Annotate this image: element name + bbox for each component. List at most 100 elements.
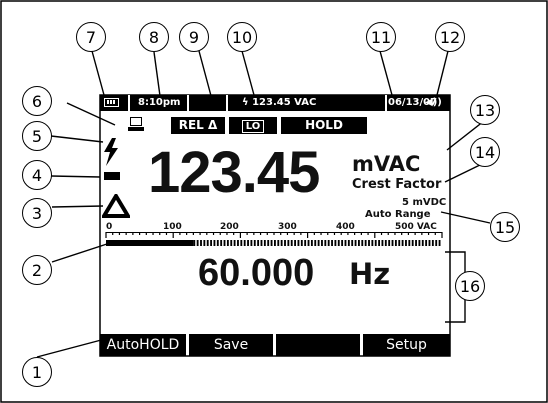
bargraph-segment [388, 240, 391, 246]
bargraph-segment [344, 240, 347, 246]
bargraph-segment [237, 240, 239, 246]
bargraph-segment [230, 240, 233, 246]
callout-14: 14 [470, 137, 500, 167]
bargraph-segment [307, 240, 310, 246]
callout-3: 3 [22, 198, 52, 228]
bargraph-segment [431, 240, 434, 246]
bargraph-segment [267, 240, 270, 246]
bargraph-segment [351, 240, 354, 246]
bargraph-segment [435, 240, 438, 246]
hv-reading: ϟ 123.45 VAC [242, 97, 317, 108]
delta-icon [102, 194, 130, 218]
battery-icon [104, 98, 119, 107]
bargraph-segment [381, 240, 384, 246]
bargraph-tick-label: 0 [106, 222, 113, 232]
bargraph-segment [226, 240, 229, 246]
bargraph-segment [243, 240, 246, 246]
bargraph-segment [368, 240, 370, 246]
bargraph-segment [347, 240, 350, 246]
callout-5: 5 [22, 121, 52, 151]
softkey-blank[interactable] [276, 334, 360, 356]
bargraph-segment [274, 240, 276, 246]
bargraph-segment [203, 240, 206, 246]
secondary-value: 60.000 [198, 252, 315, 294]
softkey-save[interactable]: Save [189, 334, 273, 356]
hold-indicator: HOLD [281, 117, 367, 134]
bargraph [105, 232, 443, 246]
bargraph-end-label: 500 VAC [395, 222, 437, 232]
callout-12: 12 [435, 22, 465, 52]
bargraph-segment [280, 240, 283, 246]
bargraph-segment [223, 240, 226, 246]
bargraph-segment [415, 240, 417, 246]
bargraph-segment [334, 240, 337, 246]
bargraph-segment [371, 240, 374, 246]
bargraph-segment [193, 240, 196, 246]
bargraph-segment [260, 240, 263, 246]
bargraph-segment [257, 240, 260, 246]
status-bar: 8:10pm ϟ 123.45 VAC 06/13/07 ◀)) [100, 95, 450, 111]
bargraph-tick-label: 200 [220, 222, 239, 232]
bargraph-segment [210, 240, 213, 246]
bargraph-segment [337, 240, 340, 246]
minus-icon [104, 172, 120, 180]
bargraph-segment [270, 240, 273, 246]
bargraph-segment [401, 240, 404, 246]
bargraph-segment [240, 240, 243, 246]
bargraph-segment [300, 240, 303, 246]
callout-2: 2 [22, 255, 52, 285]
bargraph-segment [341, 240, 344, 246]
bargraph-segment [206, 240, 209, 246]
callout-7: 7 [76, 22, 106, 52]
offset-label: 5 mVDC [402, 197, 447, 208]
bargraph-segment [391, 240, 394, 246]
bargraph-tick-label: 400 [336, 222, 355, 232]
bargraph-segment [196, 240, 199, 246]
secondary-unit: Hz [349, 257, 391, 291]
bargraph-segment [216, 240, 219, 246]
softkey-autohold[interactable]: AutoHOLD [100, 334, 186, 356]
primary-value: 123.45 [148, 140, 320, 205]
bargraph-segment [317, 240, 320, 246]
bargraph-segment [253, 240, 256, 246]
range-label: Auto Range [365, 209, 431, 220]
callout-16: 16 [455, 271, 485, 301]
bargraph-tick-label: 300 [278, 222, 297, 232]
callout-11: 11 [366, 22, 396, 52]
bargraph-segment [331, 240, 333, 246]
bargraph-segment [213, 240, 216, 246]
bargraph-segment [294, 240, 297, 246]
softkey-setup[interactable]: Setup [363, 334, 450, 356]
callout-6: 6 [22, 86, 52, 116]
bargraph-segment [418, 240, 421, 246]
bargraph-segment [277, 240, 280, 246]
bargraph-segment [364, 240, 367, 246]
bargraph-segment [408, 240, 411, 246]
bargraph-segment [384, 240, 387, 246]
primary-unit: mVAC [352, 152, 421, 176]
bargraph-segment [428, 240, 431, 246]
bargraph-tick-label: 100 [163, 222, 182, 232]
bargraph-segment [321, 240, 323, 246]
lightning-small-icon: ϟ [242, 97, 253, 108]
bargraph-segment [394, 240, 397, 246]
clock-time: 8:10pm [138, 97, 181, 108]
bargraph-segment [411, 240, 414, 246]
lightning-icon [104, 138, 118, 166]
bargraph-segment [310, 240, 313, 246]
bargraph-segment [287, 240, 290, 246]
lowpass-indicator: LO [229, 117, 277, 134]
speaker-icon: ◀)) [425, 97, 442, 108]
bargraph-segment [425, 240, 428, 246]
callout-15: 15 [490, 212, 520, 242]
bargraph-segment [374, 240, 377, 246]
bargraph-segment [314, 240, 317, 246]
bargraph-segment [324, 240, 327, 246]
bargraph-segment [398, 240, 401, 246]
bargraph-fill [106, 240, 194, 246]
bargraph-segment [405, 240, 407, 246]
bargraph-segment [284, 240, 286, 246]
function-label: Crest Factor [352, 177, 442, 192]
callout-1: 1 [22, 357, 52, 387]
